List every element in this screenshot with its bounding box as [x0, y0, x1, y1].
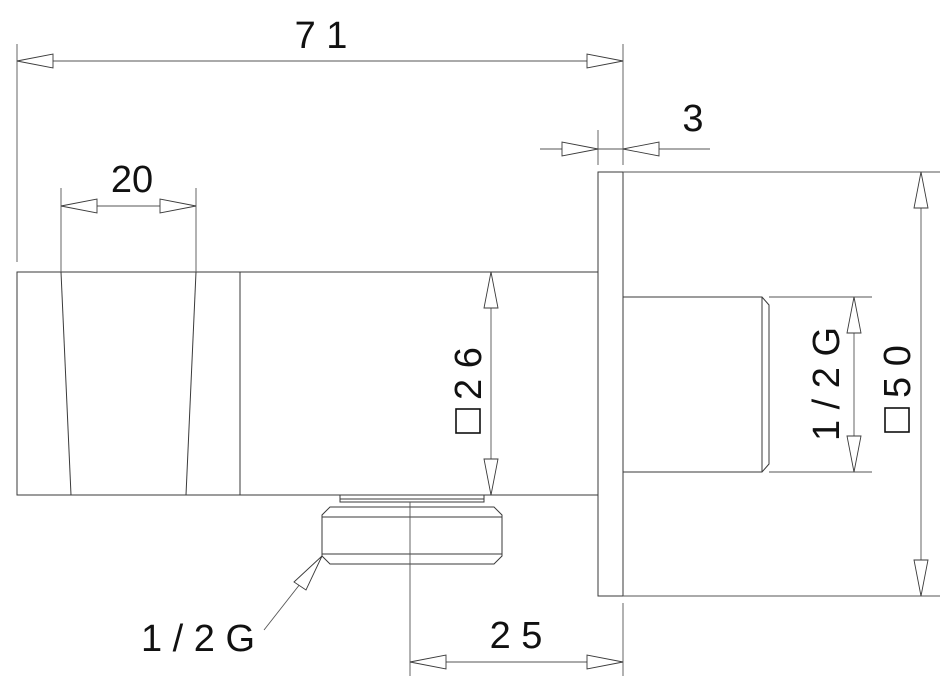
handle-lever	[60, 271, 197, 496]
dimension-label-overall-length: 7 1	[295, 15, 348, 57]
dimension-inlet-thread: 1 / 2 G	[769, 296, 872, 473]
dimension-overall-length: 7 1	[16, 15, 624, 262]
dimension-outlet-offset: 2 5	[409, 564, 624, 676]
dimension-flange-thickness: 3	[540, 98, 710, 165]
wall-flange	[597, 171, 624, 597]
dimension-label-outlet-offset: 2 5	[490, 615, 543, 657]
valve-body	[16, 271, 598, 496]
leader-outlet-thread: 1 / 2 G	[141, 555, 323, 660]
dimension-body-square: 2 6	[448, 271, 499, 496]
dimension-label-inlet-thread: 1 / 2 G	[806, 327, 848, 441]
inlet-thread	[623, 296, 770, 473]
dimension-label-flange-thickness: 3	[682, 98, 703, 140]
square-symbol-icon	[884, 407, 910, 433]
dimension-flange-square: 5 0	[623, 171, 940, 597]
dimension-label-handle-width: 20	[111, 159, 153, 201]
square-symbol-icon	[455, 408, 481, 434]
dimension-label-flange-square: 5 0	[877, 345, 919, 398]
dimension-handle-width: 20	[60, 159, 197, 272]
dimension-label-outlet-thread: 1 / 2 G	[141, 618, 255, 660]
dimension-label-body-square: 2 6	[448, 347, 490, 400]
outlet-nut	[321, 495, 503, 565]
